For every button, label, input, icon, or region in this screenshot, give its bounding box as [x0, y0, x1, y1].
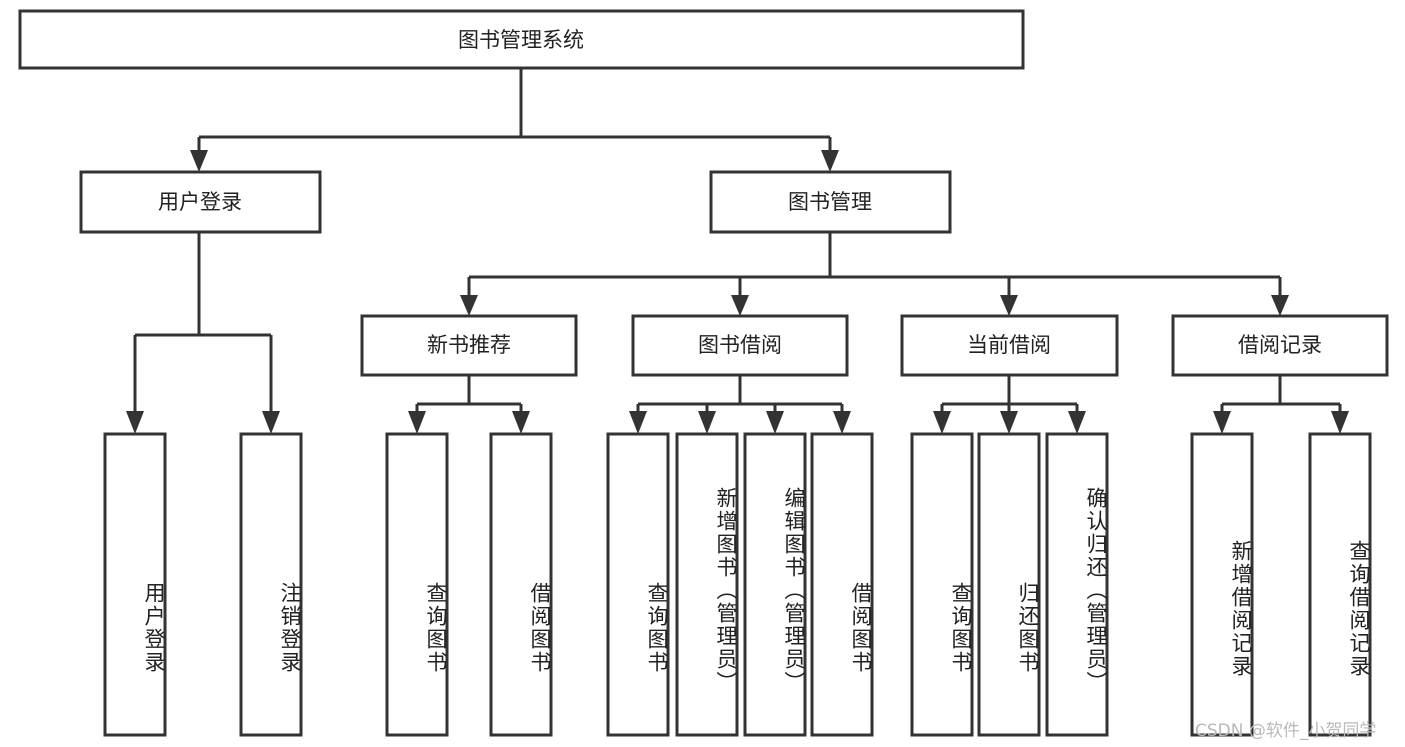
arrow-book-management: [821, 150, 839, 172]
node-book-borrow-label: 图书借阅: [698, 333, 782, 357]
node-new-book-recommend-box[interactable]: [360, 314, 578, 377]
node-root-label: 图书管理系统: [458, 28, 584, 52]
node-current-borrow[interactable]: 当前借阅: [900, 314, 1119, 377]
leaf-box-query-record[interactable]: [1308, 432, 1372, 737]
leaf-boxes: [103, 432, 1372, 737]
node-root-box[interactable]: [18, 9, 1025, 70]
csdn-watermark: CSDN @软件_小贺同学: [1195, 721, 1377, 741]
node-book-management-label: 图书管理: [788, 190, 872, 214]
arrow-borrow-record: [1271, 295, 1289, 316]
connector-group-new-book-recommend: [408, 375, 530, 434]
arrow-leaf-return-book: [1000, 411, 1018, 434]
arrow-leaf-edit-book: [766, 411, 784, 434]
leaf-box-user-login[interactable]: [103, 432, 167, 737]
connector-group-user-login: [126, 232, 280, 434]
node-root[interactable]: 图书管理系统: [18, 9, 1025, 70]
node-user-login[interactable]: 用户登录: [79, 170, 322, 234]
arrow-leaf-query-book-2: [629, 411, 647, 434]
leaf-box-add-record[interactable]: [1190, 432, 1254, 737]
arrow-leaf-add-book: [698, 411, 716, 434]
connector-group-book-borrow: [629, 375, 851, 434]
node-borrow-record-box[interactable]: [1171, 314, 1389, 377]
connector-group-root: [190, 68, 839, 172]
connector-group-borrow-record: [1213, 375, 1349, 434]
arrow-leaf-add-record: [1213, 411, 1231, 434]
connector-group-book-management: [460, 232, 1289, 316]
node-user-login-box[interactable]: [79, 170, 322, 234]
arrow-leaf-query-book-1: [408, 411, 426, 434]
leaf-box-logout-login[interactable]: [239, 432, 303, 737]
node-new-book-recommend-label: 新书推荐: [427, 333, 511, 357]
node-book-management[interactable]: 图书管理: [709, 170, 952, 234]
arrow-leaf-logout: [262, 411, 280, 434]
arrow-new-book-recommend: [460, 295, 478, 316]
leaf-box-borrow-book-2[interactable]: [810, 432, 874, 737]
arrow-leaf-borrow-book-1: [512, 411, 530, 434]
leaf-box-return-book[interactable]: [977, 432, 1041, 737]
node-current-borrow-box[interactable]: [900, 314, 1119, 377]
arrow-leaf-query-book-3: [933, 411, 951, 434]
leaf-box-edit-book[interactable]: [743, 432, 807, 737]
node-current-borrow-label: 当前借阅: [967, 333, 1051, 357]
leaf-box-query-book-2[interactable]: [606, 432, 670, 737]
leaf-box-query-book-3[interactable]: [910, 432, 974, 737]
arrow-leaf-confirm-return: [1068, 411, 1086, 434]
leaf-box-confirm-return[interactable]: [1045, 432, 1109, 737]
leaf-box-add-book[interactable]: [675, 432, 739, 737]
arrow-book-borrow: [731, 295, 749, 316]
arrow-leaf-borrow-book-2: [833, 411, 851, 434]
arrow-leaf-query-record: [1331, 411, 1349, 434]
node-book-management-box[interactable]: [709, 170, 952, 234]
node-book-borrow-box[interactable]: [631, 314, 849, 377]
arrow-leaf-user-login: [126, 411, 144, 434]
node-book-borrow[interactable]: 图书借阅: [631, 314, 849, 377]
arrow-current-borrow: [1000, 295, 1018, 316]
leaf-box-query-book-1[interactable]: [385, 432, 449, 737]
node-new-book-recommend[interactable]: 新书推荐: [360, 314, 578, 377]
connector-group-current-borrow: [933, 375, 1086, 434]
node-borrow-record-label: 借阅记录: [1238, 333, 1322, 357]
arrow-user-login: [190, 150, 208, 172]
leaf-box-borrow-book-1[interactable]: [489, 432, 553, 737]
node-borrow-record[interactable]: 借阅记录: [1171, 314, 1389, 377]
node-user-login-label: 用户登录: [158, 190, 242, 214]
